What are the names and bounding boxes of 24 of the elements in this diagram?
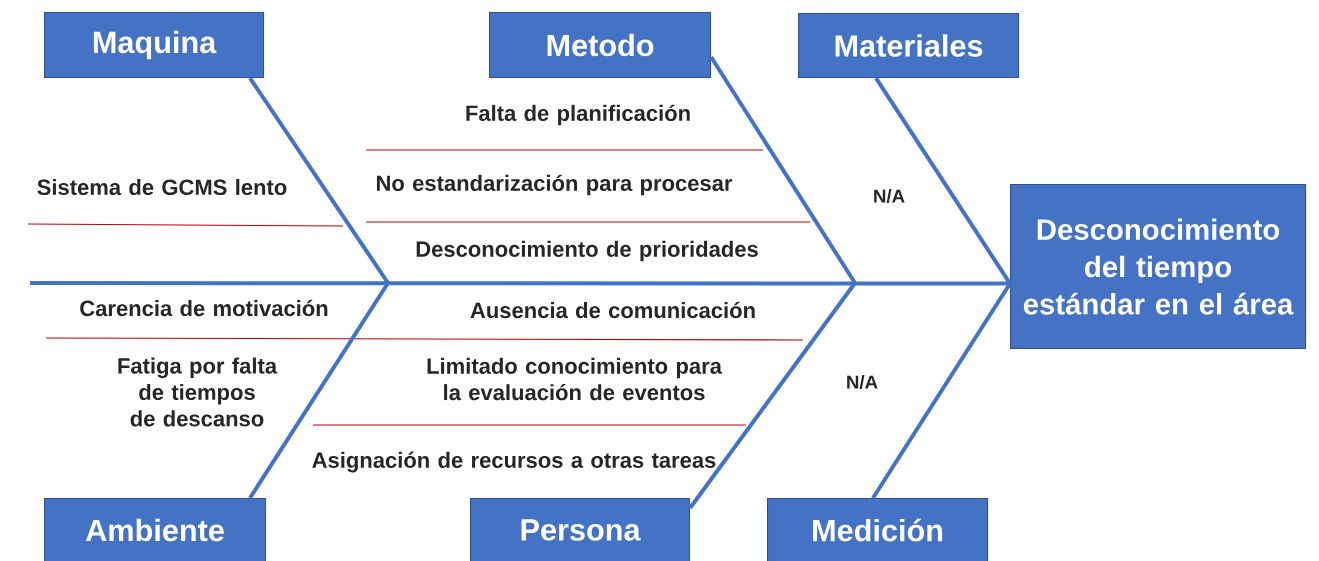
bone-line [874,76,1012,285]
category-box: Medición [767,498,989,561]
cause-text: No estandarización para procesar [376,174,733,196]
cause-text: Asignación de recursos a otras tareas [312,451,716,473]
cause-text: Ausencia de comunicación [470,301,755,319]
bone-line [248,76,390,285]
not-applicable-text: N/A [874,189,905,203]
bone-line [709,55,857,285]
not-applicable-text: N/A [847,375,878,389]
cause-text: Carencia de motivación [80,299,328,317]
category-box: Materiales [798,13,1020,79]
effect-box: Desconocimiento del tiempo estándar en el área [1010,184,1307,350]
bone-line [871,282,1012,500]
category-box: Maquina [44,12,265,79]
bone-line [30,281,1010,286]
cause-text: Desconocimiento de prioridades [416,240,758,262]
bone-line [248,281,390,500]
cause-text: Sistema de GCMS lento [37,178,287,196]
category-box: Metodo [489,12,712,79]
cause-text: Fatiga por falta de tiempos de descanso [118,357,278,427]
cause-text: Falta de planificación [466,104,690,126]
category-box: Persona [470,498,691,561]
cause-text: Limitado conocimiento para la evaluación de eventos [427,357,723,401]
category-box: Ambiente [44,498,267,561]
